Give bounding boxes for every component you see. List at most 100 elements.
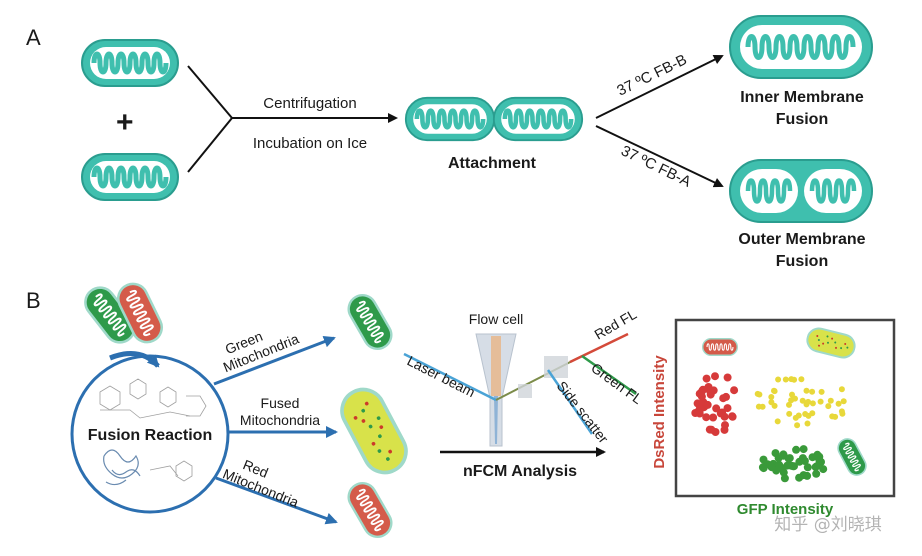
laser-beam-label: Laser beam <box>405 352 478 400</box>
scatter-dot <box>723 404 732 413</box>
centrifugation-label: Centrifugation <box>263 95 356 112</box>
scatter-dot <box>707 425 716 434</box>
scatter-dot <box>795 412 802 419</box>
scatter-dot <box>721 421 729 430</box>
mitochondrion-top <box>82 40 178 86</box>
scatter-dot <box>812 452 821 461</box>
scatter-dot <box>812 469 821 478</box>
scatter-dot <box>774 454 783 463</box>
mitochondrion-bottom <box>82 154 178 200</box>
side-mirror <box>518 384 532 398</box>
attached-mito-left <box>406 98 494 140</box>
scatter-dot <box>838 408 845 415</box>
scatter-dot <box>771 387 777 394</box>
scatter-dot <box>774 418 781 425</box>
panel-a-letter: A <box>26 25 41 50</box>
attachment-label: Attachment <box>448 155 537 172</box>
outer-membrane-line2: Fusion <box>776 253 828 270</box>
scatter-dot <box>809 410 816 417</box>
scatter-dot <box>787 461 796 470</box>
side-scatter-label: Side scatter <box>554 378 612 446</box>
panel-b-letter: B <box>26 288 41 313</box>
fused-mito-label-2: Mitochondria <box>240 412 320 428</box>
scatter-dot <box>795 473 804 482</box>
scatter-dot <box>785 454 794 463</box>
scatter-dot <box>702 413 711 422</box>
outer-membrane-fused-mito <box>729 159 873 223</box>
scatter-dot <box>703 400 712 409</box>
scatter-dot <box>791 376 798 383</box>
branch-arrow-bottom <box>595 125 724 188</box>
scatter-dot <box>817 398 824 405</box>
scatter-dot <box>818 388 825 395</box>
scatter-dot <box>799 445 808 454</box>
plot-red-mito <box>702 337 738 357</box>
scatter-dot <box>809 400 816 407</box>
scatter-dot <box>722 392 730 401</box>
scatter-dot <box>711 372 719 381</box>
scatter-dot <box>799 397 806 404</box>
red-mito-output <box>342 476 398 544</box>
flow-cell-label: Flow cell <box>469 311 523 327</box>
scatter-dot <box>730 386 739 395</box>
outer-membrane-line1: Outer Membrane <box>738 231 865 248</box>
arrow-red <box>215 476 338 525</box>
branch-arrow-top <box>595 55 724 119</box>
scatter-dot <box>767 463 776 472</box>
scatter-dot <box>803 471 812 480</box>
curved-arrow <box>109 351 160 368</box>
scatter-dot <box>768 394 775 400</box>
scatter-dot <box>809 388 816 395</box>
scatter-dot <box>709 386 718 395</box>
y-axis-label: DsRed Intensity <box>651 355 668 469</box>
arrow-green <box>213 335 336 386</box>
fusion-reaction-circle <box>70 354 230 514</box>
scatter-dot <box>775 376 782 383</box>
fused-mito-output <box>335 382 414 480</box>
attached-mito-right <box>494 98 582 140</box>
scatter-dot <box>754 390 761 397</box>
scatter-dot <box>782 376 789 383</box>
green-mito-output <box>342 288 398 356</box>
scatter-dot <box>804 420 811 427</box>
scatter-dot <box>789 391 795 398</box>
scatter-dot <box>759 403 766 410</box>
scatter-dot <box>803 387 810 394</box>
merge-lines <box>187 65 233 173</box>
inner-membrane-line1: Inner Membrane <box>740 89 864 106</box>
scatter-dot <box>759 455 768 464</box>
laser-beam <box>403 352 497 402</box>
scatter-dot <box>812 462 821 471</box>
plus-sign: + <box>116 106 134 139</box>
fusion-reaction-label: Fusion Reaction <box>88 427 212 444</box>
scatter-dot <box>758 463 767 472</box>
scatter-dot <box>794 422 801 429</box>
scatter-dot <box>709 413 718 422</box>
scatter-dot <box>786 410 793 417</box>
inner-membrane-line2: Fusion <box>776 111 828 128</box>
scatter-dot <box>838 386 845 393</box>
scatter-dot <box>788 397 795 404</box>
scatter-dot <box>798 376 805 383</box>
scatter-dot <box>792 445 801 454</box>
watermark: 知乎 @刘晓琪 <box>774 515 881 535</box>
scatter-dot <box>825 403 832 410</box>
scatter-dot <box>771 402 778 409</box>
green-fl-beam <box>581 354 637 396</box>
scatter-dot <box>778 464 787 473</box>
dot-cloud-yellow <box>754 376 847 429</box>
red-fl-label: Red FL <box>592 306 640 343</box>
dichroic-mirror <box>544 356 568 378</box>
inner-membrane-fused-mito <box>729 15 873 79</box>
scatter-dot <box>728 412 737 421</box>
x-axis-label: GFP Intensity <box>737 501 834 518</box>
scatter-dot <box>698 385 707 394</box>
scatter-dot <box>696 404 705 413</box>
scatter-dot <box>827 397 834 404</box>
green-fl-label: Green FL <box>588 359 645 407</box>
scatter-dot <box>840 398 847 405</box>
scatter-dot <box>802 411 809 417</box>
scatter-dot <box>819 465 828 474</box>
scatter-dot <box>805 398 812 405</box>
